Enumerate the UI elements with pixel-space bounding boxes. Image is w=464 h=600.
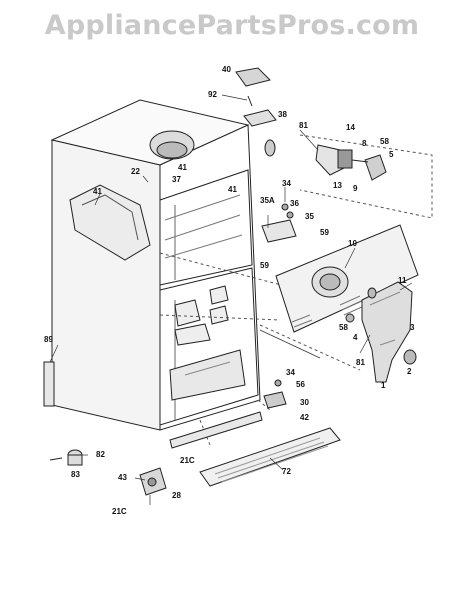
callout-2: 2 — [407, 367, 412, 376]
callout-8-top: 8 — [362, 139, 367, 148]
part-4 — [345, 313, 355, 323]
cabinet-liner — [159, 169, 259, 426]
callout-42: 42 — [300, 413, 309, 422]
callout-38: 38 — [278, 110, 287, 119]
part-89 — [43, 361, 55, 407]
callout-13: 13 — [333, 181, 342, 190]
callout-21C-bottom: 21C — [112, 507, 127, 516]
callout-92: 92 — [208, 90, 217, 99]
part-11 — [367, 287, 377, 299]
callout-36: 36 — [290, 199, 299, 208]
callout-56: 56 — [296, 380, 305, 389]
side-bracket — [69, 184, 151, 261]
toe-grille — [199, 427, 341, 487]
callout-34-bottom: 34 — [286, 368, 295, 377]
guide-lines — [159, 134, 433, 446]
callout-5: 5 — [389, 150, 394, 159]
callout-4: 4 — [353, 333, 358, 342]
part-2 — [403, 349, 417, 365]
callout-58-mid: 58 — [339, 323, 348, 332]
callout-34-top: 34 — [282, 179, 291, 188]
callout-35A: 35A — [260, 196, 275, 205]
callout-41-top: 41 — [178, 163, 187, 172]
callout-43: 43 — [118, 473, 127, 482]
watermark: AppliancePartsPros.com — [44, 10, 420, 41]
callout-1: 1 — [381, 381, 386, 390]
callout-81-mid: 81 — [356, 358, 365, 367]
part-37 — [264, 139, 276, 157]
callout-labels: 40 92 38 81 14 58 8 5 22 41 37 41 41 13 … — [44, 65, 415, 516]
callout-83: 83 — [71, 470, 80, 479]
callout-89: 89 — [44, 335, 53, 344]
callout-35: 35 — [305, 212, 314, 221]
callout-9: 9 — [353, 184, 358, 193]
callout-28: 28 — [172, 491, 181, 500]
bottom-trim — [169, 411, 263, 449]
callout-10: 10 — [348, 239, 357, 248]
part-35A — [261, 219, 297, 243]
callout-59-right: 59 — [320, 228, 329, 237]
part-40 — [235, 67, 271, 87]
callout-82: 82 — [96, 450, 105, 459]
callout-3: 3 — [410, 323, 415, 332]
callout-41-mid: 41 — [228, 185, 237, 194]
callout-11: 11 — [398, 276, 407, 285]
callout-81: 81 — [299, 121, 308, 130]
rear-cover-panel — [275, 224, 419, 333]
part-38 — [243, 109, 277, 127]
callout-30: 30 — [300, 398, 309, 407]
callout-58: 58 — [380, 137, 389, 146]
leader-lines — [49, 94, 413, 505]
callout-72: 72 — [282, 467, 291, 476]
callout-40: 40 — [222, 65, 231, 74]
callout-59-left: 59 — [260, 261, 269, 270]
callout-21C-top: 21C — [180, 456, 195, 465]
control-assembly — [315, 144, 387, 181]
callout-37: 37 — [172, 175, 181, 184]
callout-41-left: 41 — [93, 187, 102, 196]
part-30 — [263, 391, 287, 409]
callout-22: 22 — [131, 167, 140, 176]
callout-14: 14 — [346, 123, 355, 132]
